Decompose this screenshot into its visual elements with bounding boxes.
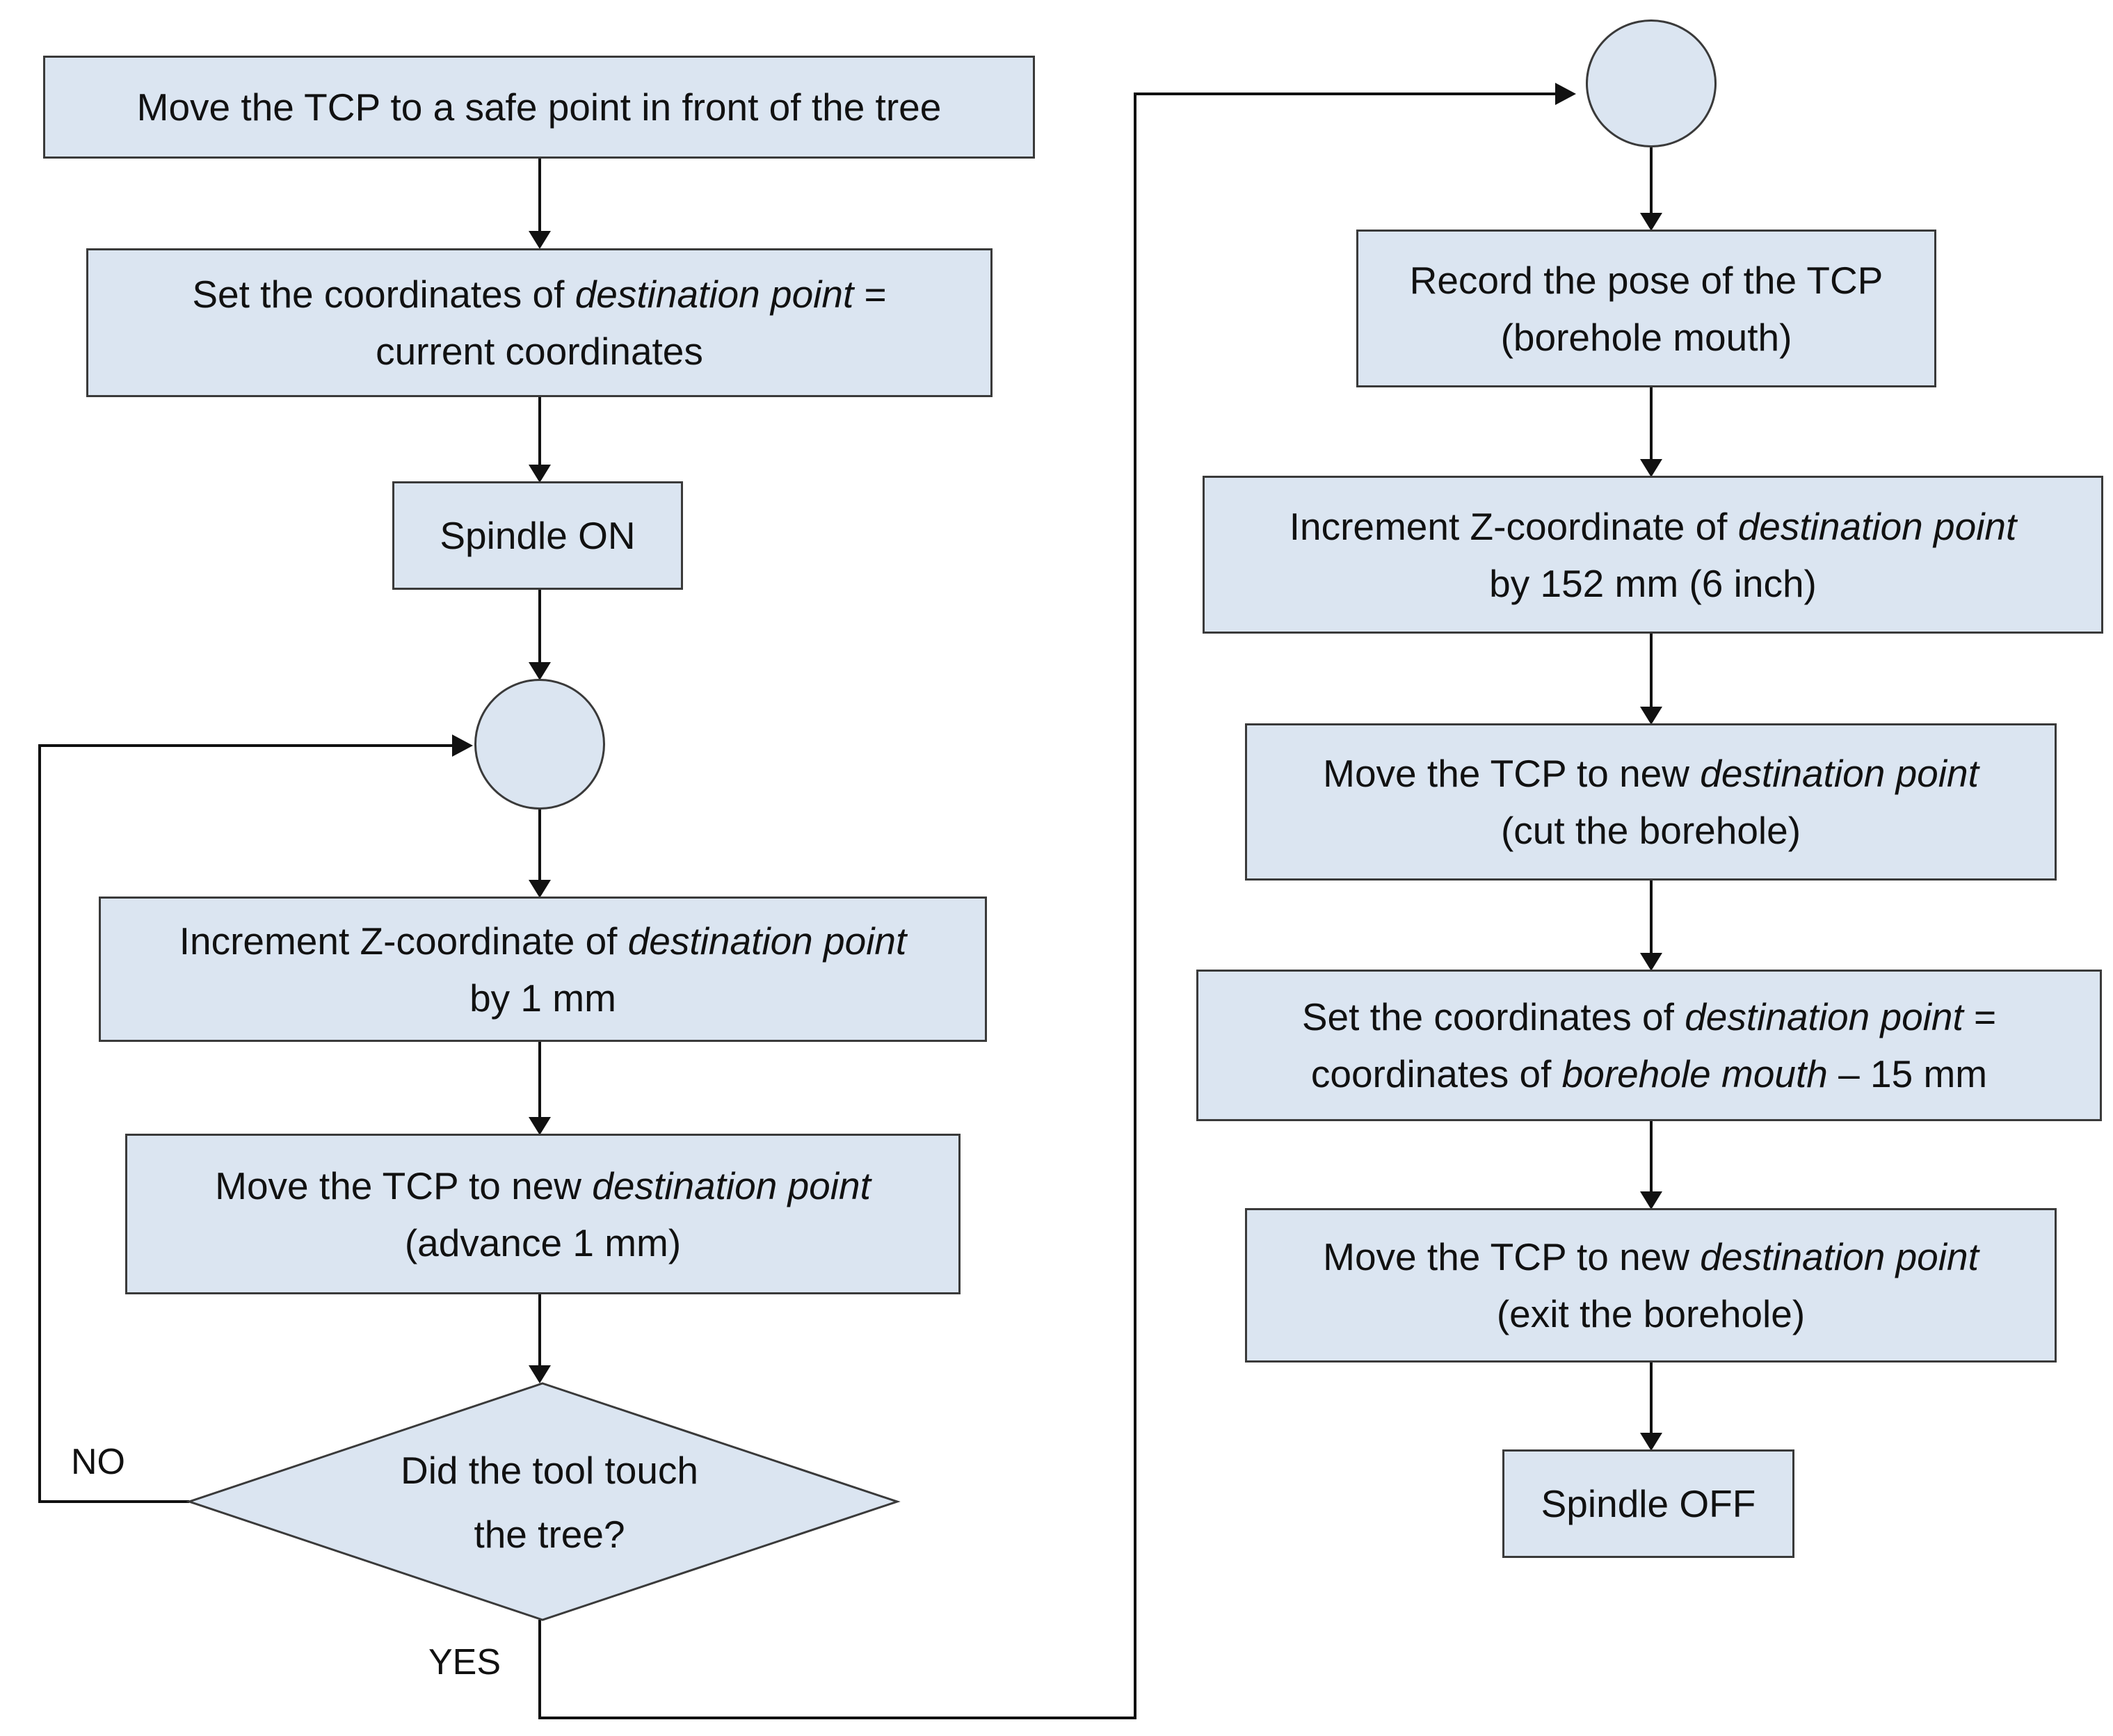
- step-text: Move the TCP to a safe point in front of…: [136, 86, 942, 129]
- step-text-line2: current coordinates: [376, 330, 703, 373]
- step-increment-152mm: Increment Z-coordinate of destination po…: [1203, 476, 2103, 634]
- no-label: NO: [71, 1442, 125, 1482]
- step-text: Spindle ON: [440, 514, 636, 557]
- decision-diamond: [186, 1382, 901, 1621]
- step-text-line1: Set the coordinates of destination point…: [1301, 995, 1997, 1038]
- step-cut-borehole: Move the TCP to new destination point (c…: [1245, 723, 2057, 881]
- step-spindle-on: Spindle ON: [392, 481, 683, 590]
- step-text-line1: Set the coordinates of destination point…: [192, 273, 887, 316]
- step-text-line2: coordinates of borehole mouth – 15 mm: [1310, 1052, 1988, 1095]
- decision-text: Did the tool touch the tree?: [400, 1449, 699, 1556]
- step-text-line1: Increment Z-coordinate of destination po…: [179, 919, 907, 963]
- loop-connector-circle: [474, 679, 605, 810]
- step-text-line2: (borehole mouth): [1500, 315, 1792, 359]
- step-increment-1mm: Increment Z-coordinate of destination po…: [99, 897, 987, 1042]
- yes-label: YES: [428, 1642, 501, 1682]
- step-move-to-safe-point: Move the TCP to a safe point in front of…: [43, 56, 1035, 159]
- step-text-line2: (cut the borehole): [1500, 809, 1801, 852]
- step-text-line1: Move the TCP to new destination point: [215, 1164, 871, 1207]
- step-text-line2: (advance 1 mm): [404, 1221, 682, 1264]
- step-record-pose: Record the pose of the TCP (borehole mou…: [1356, 230, 1936, 387]
- step-text-line1: Increment Z-coordinate of destination po…: [1289, 504, 2017, 548]
- step-text-line2: by 152 mm (6 inch): [1489, 561, 1817, 605]
- continue-connector-circle: [1586, 19, 1717, 147]
- step-text-line1: Move the TCP to new destination point: [1323, 1235, 1979, 1278]
- arrow-yes-path: [538, 93, 1570, 1719]
- step-advance-1mm: Move the TCP to new destination point (a…: [125, 1134, 961, 1294]
- arrow-no-loop: [38, 744, 466, 1503]
- step-spindle-off: Spindle OFF: [1502, 1449, 1794, 1558]
- step-exit-borehole: Move the TCP to new destination point (e…: [1245, 1208, 2057, 1363]
- step-text-line2: by 1 mm: [469, 976, 616, 1020]
- step-set-destination: Set the coordinates of destination point…: [86, 248, 993, 397]
- step-text-line2: (exit the borehole): [1496, 1292, 1806, 1335]
- step-set-exit-point: Set the coordinates of destination point…: [1196, 970, 2102, 1121]
- arrowhead: [529, 231, 551, 249]
- step-text-line1: Move the TCP to new destination point: [1323, 752, 1979, 795]
- step-text-line1: Record the pose of the TCP: [1409, 258, 1883, 302]
- step-text: Spindle OFF: [1541, 1482, 1756, 1525]
